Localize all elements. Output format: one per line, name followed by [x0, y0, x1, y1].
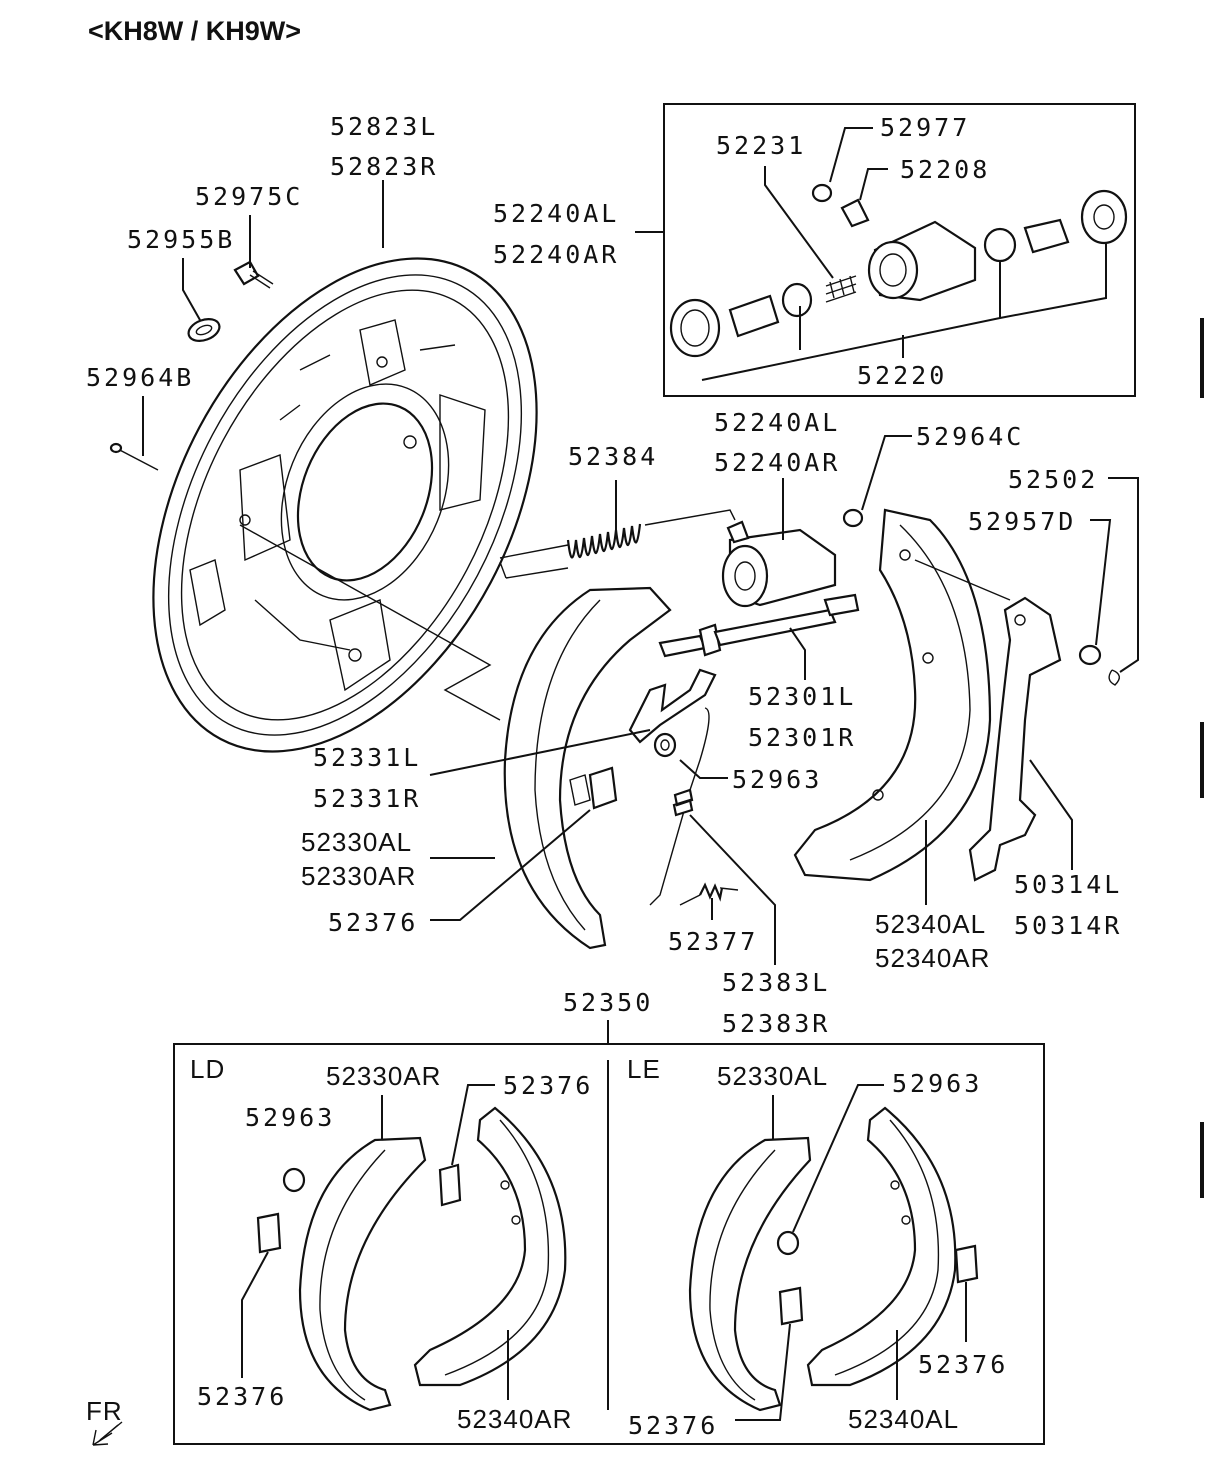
- clip-52376: [588, 766, 618, 810]
- backing-plate: [152, 257, 538, 753]
- label-52220: 52220: [857, 361, 947, 390]
- pin-52964c: [842, 508, 864, 528]
- kit-ld-side-label: LD: [190, 1054, 225, 1084]
- washer-52963: [653, 732, 677, 758]
- label-52331l: 52331L: [313, 743, 421, 772]
- label-52955b: 52955B: [127, 225, 235, 254]
- grommet-52955b: [187, 318, 221, 342]
- label-52977: 52977: [880, 113, 970, 142]
- label-52231: 52231: [716, 131, 806, 160]
- kit-ld-shoe-52340ar: [413, 1106, 567, 1387]
- adjuster-52301: [658, 593, 860, 658]
- parking-lever-50314: [968, 596, 1062, 882]
- kit-le-clip-right: [954, 1244, 979, 1284]
- kit-le-label-52376-bottom: 52376: [628, 1411, 718, 1440]
- clip-52502: [1108, 669, 1120, 686]
- spring-52377: [679, 882, 739, 906]
- kit-ld-clip-bottom: [256, 1212, 282, 1254]
- strut-52331: [628, 668, 717, 744]
- label-52823l: 52823L: [330, 112, 438, 141]
- kit-ld-shoe-52330ar: [298, 1136, 427, 1412]
- label-52240ar-mid: 52240AR: [714, 448, 840, 477]
- label-50314l: 50314L: [1014, 870, 1122, 899]
- label-52240al-mid: 52240AL: [714, 408, 840, 437]
- kit-ld-label-52963: 52963: [245, 1103, 335, 1132]
- label-52330ar-mid: 52330AR: [301, 861, 416, 891]
- label-52383l: 52383L: [722, 968, 830, 997]
- label-52301l: 52301L: [748, 682, 856, 711]
- kit-ld-clip-top: [438, 1163, 462, 1207]
- kit-ld-label-52330ar: 52330AR: [326, 1061, 441, 1091]
- label-52377: 52377: [668, 927, 758, 956]
- label-52350: 52350: [563, 988, 653, 1017]
- wheel-cylinder-assembly: [721, 520, 837, 608]
- label-52240ar-top: 52240AR: [493, 240, 619, 269]
- label-52240al-top: 52240AL: [493, 199, 619, 228]
- kit-ld-label-52376-bottom: 52376: [197, 1382, 287, 1411]
- label-50314r: 50314R: [1014, 911, 1122, 940]
- label-52340al-mid: 52340AL: [875, 909, 986, 939]
- kit-ld-label-52340ar: 52340AR: [457, 1404, 572, 1434]
- wheel-cylinder-exploded: [669, 183, 1128, 358]
- label-52823r: 52823R: [330, 152, 438, 181]
- label-52975c: 52975C: [195, 182, 303, 211]
- label-52964c: 52964C: [916, 422, 1024, 451]
- label-52208: 52208: [900, 155, 990, 184]
- label-52957d: 52957D: [968, 507, 1076, 536]
- wheel-cylinder-inset-box: [663, 103, 1136, 397]
- kit-le-clip-bottom: [778, 1286, 804, 1326]
- label-52331r: 52331R: [313, 784, 421, 813]
- kit-le-label-52340al: 52340AL: [848, 1404, 959, 1434]
- kit-le-washer-52963: [776, 1230, 800, 1256]
- brake-shoe-52340a: [793, 508, 992, 882]
- label-52964b: 52964B: [86, 363, 194, 392]
- label-52301r: 52301R: [748, 723, 856, 752]
- pin-52964b: [109, 442, 159, 471]
- kit-ld-label-52376-top: 52376: [503, 1071, 593, 1100]
- label-52376-mid: 52376: [328, 908, 418, 937]
- spring-52384: [499, 509, 736, 579]
- kit-le-label-52330al: 52330AL: [717, 1061, 828, 1091]
- kit-le-side-label: LE: [627, 1054, 661, 1084]
- washer-52957d: [1078, 644, 1102, 666]
- label-52340ar-mid: 52340AR: [875, 943, 990, 973]
- kit-le-shoe-52330al: [688, 1136, 812, 1412]
- kit-le-label-52376-right: 52376: [918, 1350, 1008, 1379]
- label-52383r: 52383R: [722, 1009, 830, 1038]
- label-52502: 52502: [1008, 465, 1098, 494]
- bolt-52975c: [233, 260, 274, 289]
- kit-le-shoe-52340al: [806, 1106, 957, 1387]
- kit-le-label-52963: 52963: [892, 1069, 982, 1098]
- fr-label: FR: [86, 1396, 123, 1426]
- fr-arrow-icon: [92, 1421, 123, 1446]
- kit-ld-washer-52963: [282, 1167, 306, 1193]
- label-52384: 52384: [568, 442, 658, 471]
- label-52330al-mid: 52330AL: [301, 827, 412, 857]
- brake-shoe-52330a: [503, 586, 672, 950]
- label-52963-mid: 52963: [732, 765, 822, 794]
- spring-52383: [649, 707, 710, 906]
- diagram-title: <KH8W / KH9W>: [88, 16, 301, 46]
